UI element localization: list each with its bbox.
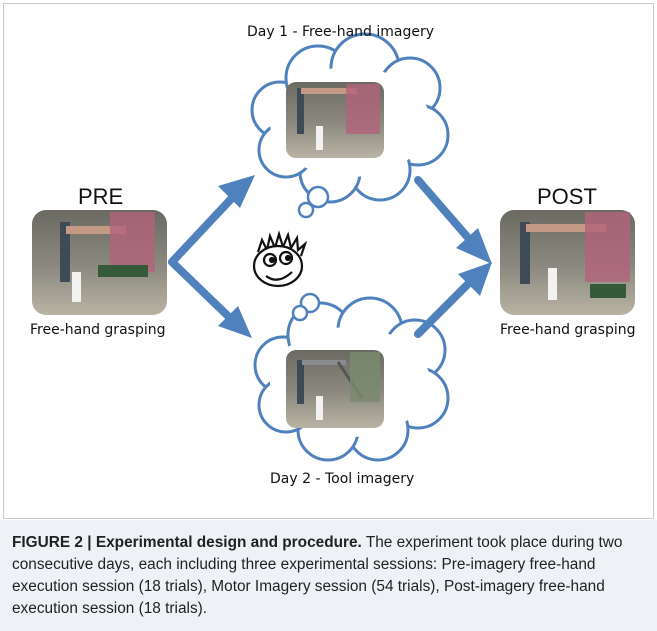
photo-day1-free-hand-imagery	[286, 82, 384, 158]
figure-caption: FIGURE 2 | Experimental design and proce…	[0, 520, 657, 631]
arrow-day1-to-post	[414, 176, 492, 264]
day2-label: Day 2 - Tool imagery	[270, 471, 415, 487]
photo-day2-tool-imagery	[286, 350, 384, 428]
experiment-diagram	[32, 32, 635, 462]
pre-label: PRE	[78, 184, 124, 209]
arrow-pre-to-day2	[168, 258, 252, 338]
arrow-pre-to-day1	[168, 175, 255, 266]
pre-caption: Free-hand grasping	[30, 322, 166, 338]
thought-bubbles-day2	[291, 292, 321, 322]
day1-label: Day 1 - Free-hand imagery	[247, 24, 435, 40]
post-caption: Free-hand grasping	[500, 322, 636, 338]
thought-bubbles-day1	[297, 185, 330, 219]
caption-heading: FIGURE 2 | Experimental design and proce…	[12, 534, 362, 551]
smiley-face-icon	[252, 230, 308, 288]
arrow-day2-to-post	[414, 262, 492, 338]
caption-body: The experiment took place during two con…	[12, 534, 623, 617]
post-label: POST	[537, 184, 597, 209]
photo-pre-free-hand	[32, 210, 167, 315]
photo-post-free-hand	[500, 210, 635, 315]
